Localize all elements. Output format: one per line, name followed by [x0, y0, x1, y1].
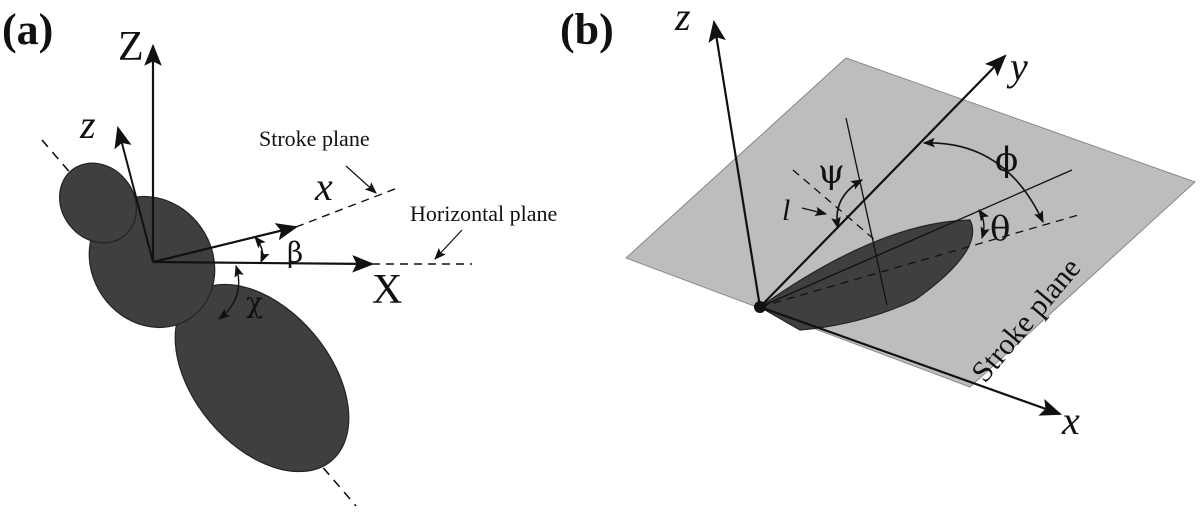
psi-reference-line	[845, 117, 888, 306]
x-axis-label: x	[314, 164, 333, 209]
head	[59, 162, 137, 244]
wing	[758, 219, 974, 331]
panel-a-label: (a)	[2, 5, 53, 54]
x-stroke-axis	[152, 223, 299, 264]
x-axis-b	[759, 305, 1063, 416]
stroke-plane-dashed	[295, 186, 401, 228]
l-pointer	[801, 206, 828, 217]
wing-root-point	[754, 301, 766, 313]
y-axis-b	[759, 54, 1007, 308]
psi-arc	[831, 179, 864, 230]
y-axis-label-b: y	[1006, 44, 1028, 89]
l-label: l	[782, 194, 790, 227]
z-axis-label-b: z	[674, 0, 691, 39]
X-axis-label: X	[372, 267, 402, 313]
stroke-plane-label-a: Stroke plane	[259, 126, 370, 151]
Z-axis-label: Z	[118, 24, 144, 70]
horizontal-plane-label: Horizontal plane	[410, 201, 557, 226]
panel-b: (b) z y x ψ ϕ θ l Stroke p	[560, 0, 1196, 443]
theta-label: θ	[990, 209, 1010, 249]
chi-arc	[218, 264, 244, 320]
x-axis-label-b: x	[1061, 398, 1080, 443]
phi-arc	[922, 137, 1044, 224]
horizontal-plane-pointer	[434, 229, 463, 260]
beta-arc	[254, 236, 270, 264]
panel-b-label: (b)	[560, 5, 614, 54]
chi-label: χ	[246, 286, 263, 319]
stroke-plane	[625, 57, 1196, 388]
stroke-plane-pointer	[345, 165, 377, 194]
z-axis-b	[708, 19, 762, 308]
z-body-axis	[114, 125, 154, 263]
theta-arc	[978, 209, 990, 240]
z-axis-label: z	[79, 102, 96, 147]
panel-a: (a) Z X z x β χ Stroke plane Hor	[2, 5, 557, 507]
psi-label: ψ	[818, 152, 845, 192]
phi-label: ϕ	[995, 140, 1018, 180]
beta-label: β	[287, 236, 303, 269]
